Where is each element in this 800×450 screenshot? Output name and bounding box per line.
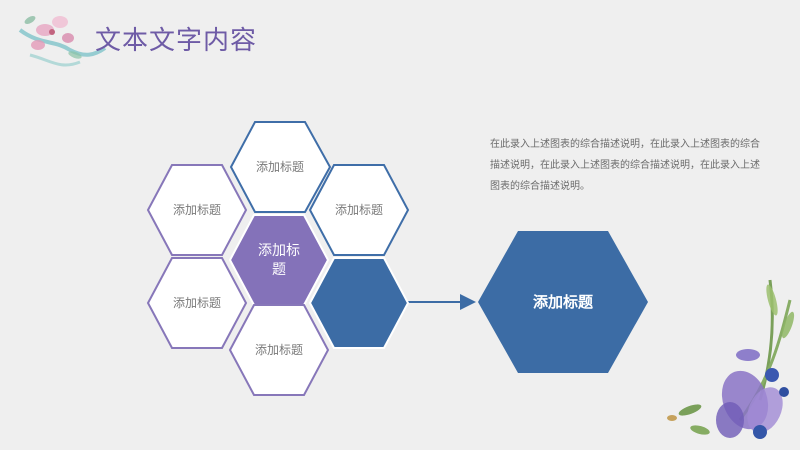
hexagon-center-label-line2: 题: [272, 262, 286, 278]
hexagon-bottom[interactable]: [228, 304, 330, 396]
hexagon-target[interactable]: [478, 231, 648, 373]
hexagon-upper-left-label: 添加标题: [173, 203, 221, 217]
hexagon-bottom-label: 添加标题: [255, 343, 303, 357]
iris-corner-decoration: [667, 279, 795, 439]
hexagon-upper-right-label: 添加标题: [335, 203, 383, 217]
hexagon-top[interactable]: [229, 121, 332, 213]
description-text: 在此录入上述图表的综合描述说明，在此录入上述图表的综合描述说明，在此录入上述图表…: [490, 139, 760, 192]
floral-corner-decoration: [18, 16, 107, 67]
hexagon-lower-left-label: 添加标题: [173, 296, 221, 310]
hexagon-blue-filled[interactable]: [308, 257, 410, 349]
hexagon-top-label: 添加标题: [256, 160, 304, 174]
hexagon-upper-left[interactable]: [146, 164, 248, 256]
hexagon-upper-right[interactable]: [308, 164, 410, 256]
page-title: 文本文字内容: [95, 26, 258, 56]
hexagon-center[interactable]: [228, 214, 330, 306]
hexagon-lower-left[interactable]: [146, 257, 248, 349]
hexagon-target-label: 添加标题: [533, 293, 594, 311]
hexagon-center-label-line1: 添加标: [258, 243, 300, 259]
